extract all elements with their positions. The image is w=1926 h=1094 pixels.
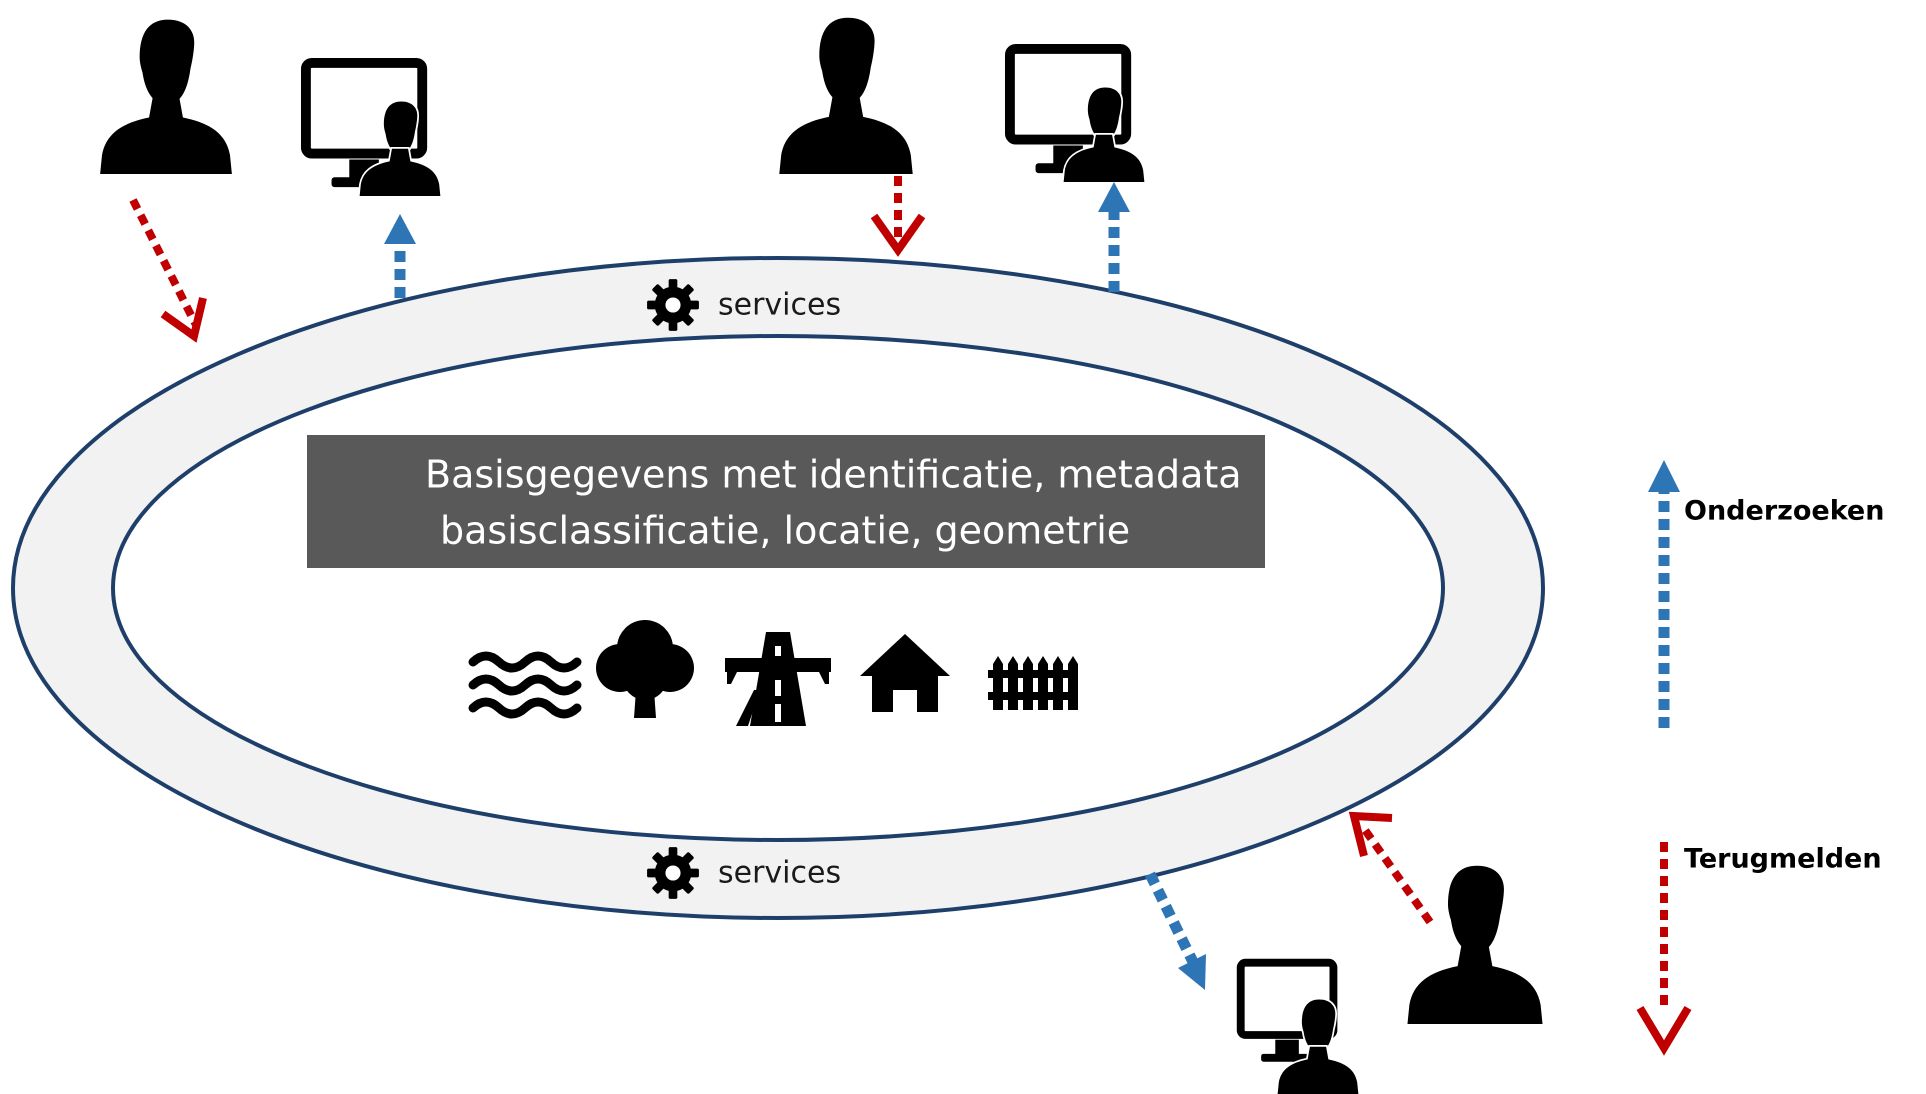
- report-arrow: [1348, 811, 1434, 925]
- ring-inner: [111, 334, 1445, 842]
- road-icon: [725, 632, 831, 726]
- user-icon: [779, 17, 913, 174]
- services-bottom: services: [647, 847, 841, 899]
- fence-icon: [988, 656, 1078, 710]
- services-top-label: services: [718, 288, 841, 323]
- monitor-user-icon: [1241, 963, 1361, 1094]
- report-arrow: [129, 198, 207, 343]
- user-icon: [1407, 865, 1543, 1024]
- query-arrow: [384, 214, 416, 298]
- gear-icon: [647, 279, 699, 331]
- monitor-user-icon: [1010, 49, 1147, 182]
- legend-report: Terugmelden: [1636, 842, 1882, 1056]
- center-box-line1: Basisgegevens met identificatie, metadat…: [425, 453, 1242, 497]
- water-icon: [468, 651, 582, 719]
- user-icon: [100, 19, 232, 174]
- center-box: Basisgegevens met identificatie, metadat…: [307, 435, 1265, 568]
- legend-query: Onderzoeken: [1648, 460, 1884, 728]
- gear-icon: [647, 847, 699, 899]
- monitor-user-icon: [306, 63, 443, 196]
- legend-report-arrow: [1636, 1005, 1692, 1056]
- feature-icons: [468, 620, 1078, 726]
- services-top: services: [647, 279, 841, 331]
- center-box-line2: basisclassificatie, locatie, geometrie: [440, 509, 1130, 553]
- legend-query-label: Onderzoeken: [1684, 496, 1884, 527]
- services-bottom-label: services: [718, 856, 841, 891]
- report-arrow: [870, 176, 926, 257]
- legend: Onderzoeken Terugmelden: [1636, 460, 1884, 1056]
- query-arrow: [1098, 182, 1130, 292]
- query-arrow: [1145, 871, 1206, 990]
- tree-icon: [596, 620, 694, 718]
- house-icon: [860, 634, 950, 712]
- services-ring: [11, 256, 1545, 920]
- legend-query-arrow: [1648, 460, 1680, 492]
- legend-report-label: Terugmelden: [1684, 844, 1882, 875]
